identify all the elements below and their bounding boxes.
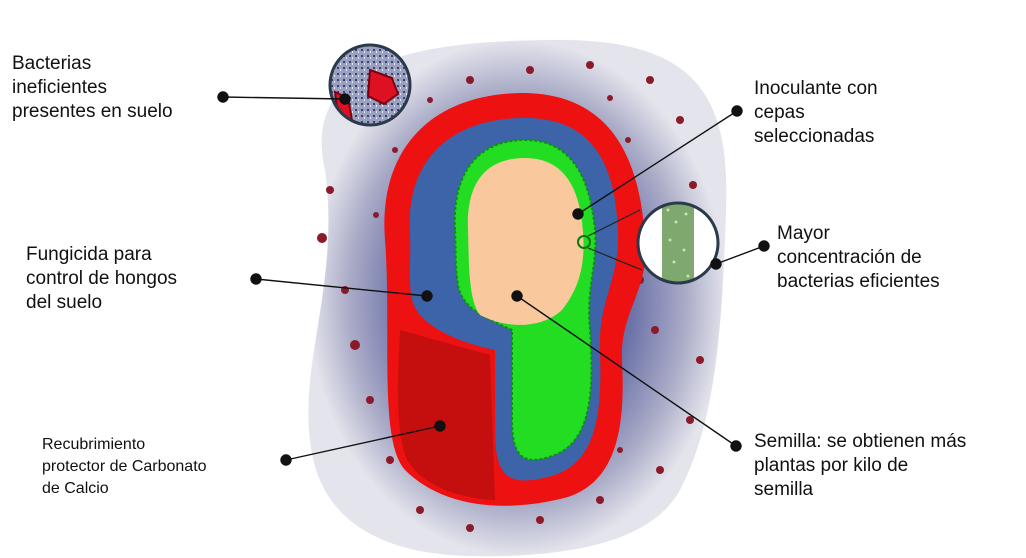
label-fungicida: Fungicida para control de hongos del sue…	[26, 243, 177, 315]
label-line: presentes en suelo	[12, 100, 173, 124]
label-line: plantas por kilo de	[754, 454, 966, 478]
magnifier-soil-bacteria	[330, 45, 410, 125]
label-line: concentración de	[777, 246, 940, 270]
label-line: Bacterias	[12, 52, 173, 76]
label-line: Inoculante con	[754, 77, 878, 101]
label-line: Fungicida para	[26, 243, 177, 267]
label-line: del suelo	[26, 291, 177, 315]
label-line: Recubrimiento	[42, 434, 207, 456]
label-line: cepas	[754, 101, 878, 125]
label-line: bacterias eficientes	[777, 270, 940, 294]
label-line: control de hongos	[26, 267, 177, 291]
label-bacterias-ineficientes: Bacterias ineficientes presentes en suel…	[12, 52, 173, 124]
label-mayor-concentracion: Mayor concentración de bacterias eficien…	[777, 222, 940, 294]
label-semilla: Semilla: se obtienen más plantas por kil…	[754, 430, 966, 502]
label-line: ineficientes	[12, 76, 173, 100]
label-line: seleccionadas	[754, 125, 878, 149]
label-line: Mayor	[777, 222, 940, 246]
label-line: de Calcio	[42, 478, 207, 500]
label-line: protector de Carbonato	[42, 456, 207, 478]
label-line: semilla	[754, 478, 966, 502]
seed-core	[468, 158, 584, 325]
label-recubrimiento: Recubrimiento protector de Carbonato de …	[42, 434, 207, 500]
label-line: Semilla: se obtienen más	[754, 430, 966, 454]
leader-bacterias	[223, 97, 345, 99]
label-inoculante: Inoculante con cepas seleccionadas	[754, 77, 878, 149]
